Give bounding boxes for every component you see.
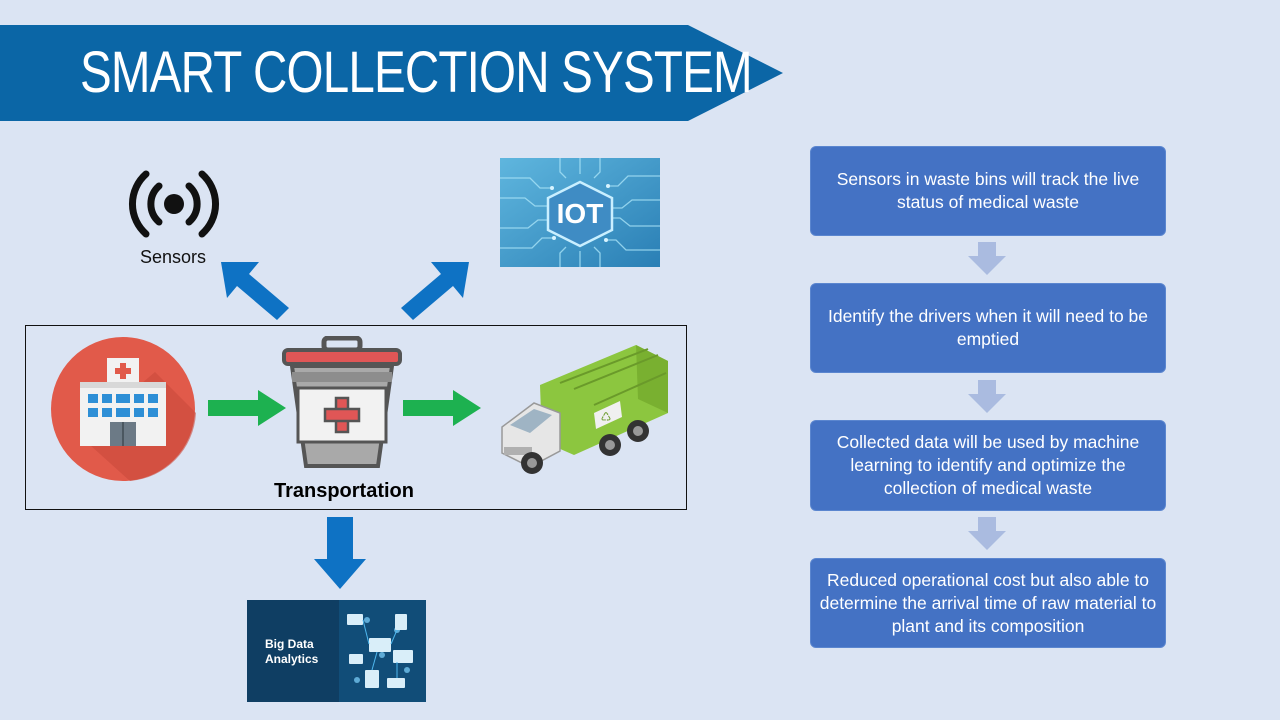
page-title: SMART COLLECTION SYSTEM — [80, 40, 753, 105]
flow-step-2: Identify the drivers when it will need t… — [810, 283, 1166, 373]
hospital-icon — [51, 337, 196, 481]
transportation-label: Transportation — [273, 480, 414, 502]
flow-arrow-1 — [968, 242, 1006, 275]
garbage-truck-icon: ♺ — [501, 345, 668, 474]
title-banner — [0, 25, 783, 121]
arrow-hospital-to-bin — [208, 390, 286, 426]
arrow-to-sensors — [221, 262, 289, 320]
flow-step-1: Sensors in waste bins will track the liv… — [810, 146, 1166, 236]
arrow-to-big-data — [314, 517, 366, 589]
flow-arrow-2 — [968, 380, 1006, 413]
sensor-signal-icon — [129, 170, 219, 238]
iot-text: IOT — [557, 198, 604, 229]
flow-step-4: Reduced operational cost but also able t… — [810, 558, 1166, 648]
big-data-text-line2: Analytics — [265, 652, 319, 666]
arrow-bin-to-truck — [403, 390, 481, 426]
iot-image: IOT — [500, 158, 660, 267]
flow-step-3: Collected data will be used by machine l… — [810, 420, 1166, 511]
medical-waste-bin-icon — [282, 336, 402, 468]
arrow-to-iot — [401, 262, 469, 320]
big-data-text-line1: Big Data — [265, 637, 314, 651]
transportation-box — [25, 325, 687, 510]
svg-text:♺: ♺ — [601, 410, 612, 424]
sensors-label: Sensors — [139, 247, 207, 267]
big-data-analytics-image: Big Data Analytics — [247, 600, 426, 702]
flow-arrow-3 — [968, 517, 1006, 550]
